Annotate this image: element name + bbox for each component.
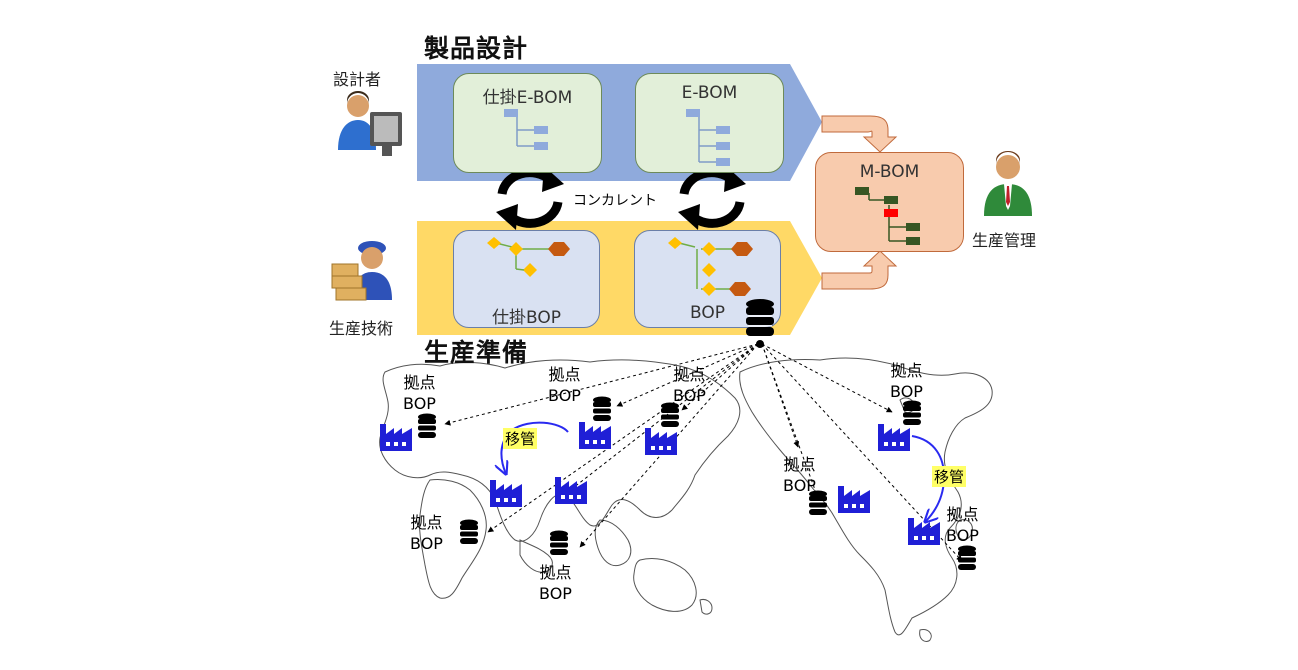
wip-bop-box: 仕掛BOP [453, 230, 600, 328]
designer-avatar [332, 90, 404, 162]
ebom-box: E-BOM [635, 73, 784, 173]
distribution-lines [444, 343, 963, 562]
bop-label: BOP [690, 303, 725, 323]
concurrent-label: コンカレント [573, 193, 657, 209]
cycle-icon-left [496, 166, 564, 230]
ebom-label: E-BOM [681, 83, 738, 103]
transfer-label-east: 移管 [932, 466, 967, 487]
wip-ebom-tree-icon [504, 109, 548, 150]
flow-arrow-to-mbom-top [821, 115, 898, 153]
designer-label: 設計者 [333, 70, 382, 89]
wip-bop-label: 仕掛BOP [492, 308, 561, 328]
mbom-label: M-BOM [859, 162, 920, 182]
transfer-label-west: 移管 [503, 428, 538, 449]
production-management-label: 生産管理 [972, 231, 1037, 250]
ebom-tree-icon [686, 109, 730, 166]
wip-ebom-label: 仕掛E-BOM [482, 88, 573, 108]
production-manager-avatar [978, 150, 1038, 220]
production-engineer-avatar [330, 236, 402, 308]
mbom-box: M-BOM [815, 152, 964, 252]
wip-bop-flow-icon [487, 237, 570, 277]
flow-arrow-to-mbom-bottom [821, 250, 898, 290]
production-engineering-label: 生産技術 [329, 319, 394, 338]
prep-section-title: 生産準備 [424, 338, 529, 367]
mbom-tree-icon [855, 187, 920, 245]
design-section-title: 製品設計 [424, 34, 529, 63]
hub-dot [756, 340, 764, 348]
central-database-icon [744, 298, 776, 338]
world-map [379, 357, 993, 643]
bop-flow-icon [668, 237, 753, 296]
wip-ebom-box: 仕掛E-BOM [453, 73, 602, 173]
